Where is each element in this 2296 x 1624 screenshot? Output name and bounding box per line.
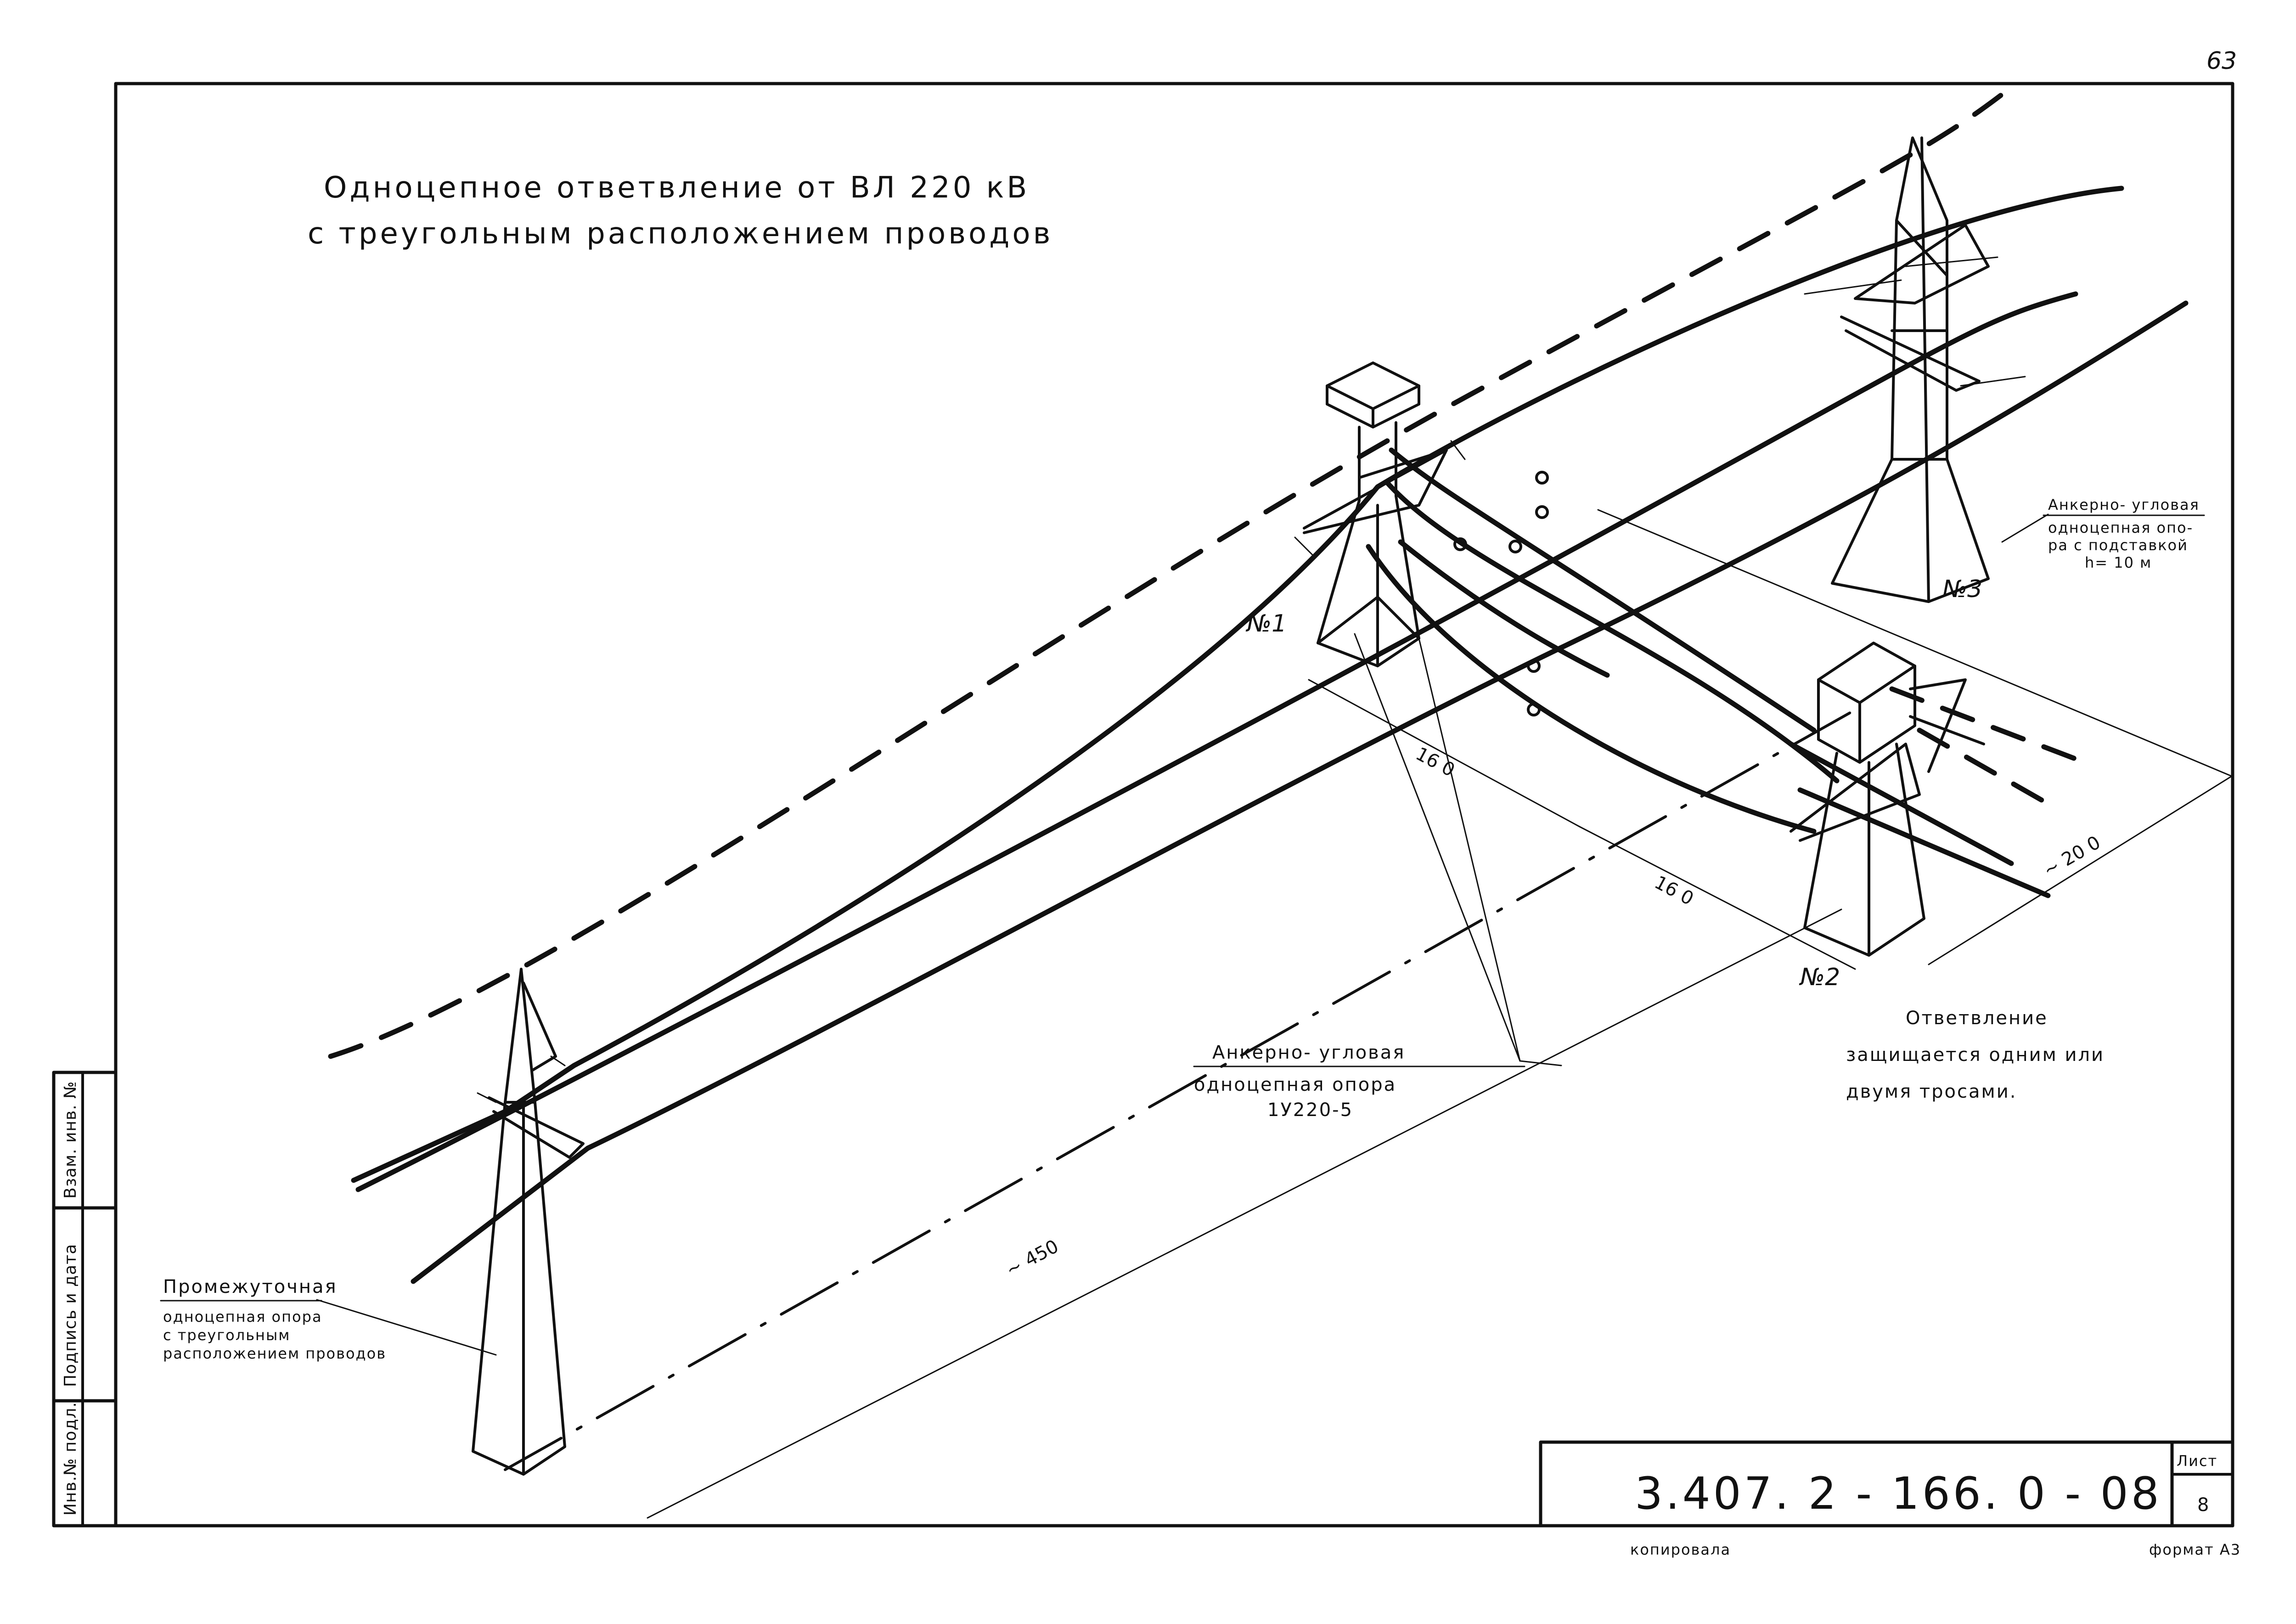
side-stamp-col-2: Подпись и дата [61, 1244, 80, 1387]
branch-note-line-2: защищается одним или [1846, 1044, 2105, 1066]
drawing-title: Одноцепное ответвление от ВЛ 220 кВ с тр… [308, 171, 1053, 251]
ground-wire-branch [1889, 686, 2088, 806]
page-number: 63 [2206, 47, 2237, 75]
tower-intermediate [472, 968, 585, 1476]
label-anchor-main: Анкерно- угловая одноцепная опора 1У220-… [1193, 1042, 1525, 1121]
label-anchor-n3: Анкерно- угловая одноцепная опо- ра с по… [2043, 496, 2205, 571]
leader-lines [316, 513, 2049, 1356]
label-intermediate-line-1: Промежуточная [163, 1276, 338, 1297]
tower-n1-number: №1 [1245, 610, 1287, 637]
branch-note-line-3: двумя тросами. [1846, 1081, 2017, 1102]
dimension-2: 16 0 [1651, 872, 1697, 909]
label-intermediate: Промежуточная одноцепная опора с треугол… [160, 1276, 386, 1362]
dimension-3: ~ 20 0 [2040, 832, 2104, 881]
branch-conductors [1366, 447, 2051, 898]
side-stamp-col-1: Инв.№ подл. [61, 1402, 80, 1516]
branch-note: Ответвление защищается одним или двумя т… [1846, 1008, 2105, 1102]
tower-n2 [1790, 642, 1985, 957]
side-stamp-col-3: Взам. инв. № [61, 1081, 80, 1199]
label-intermediate-line-4: расположением проводов [163, 1345, 386, 1362]
tower-n2-number: №2 [1799, 964, 1840, 991]
main-line-conductors [351, 186, 2189, 1284]
label-anchor-n3-line-4: h= 10 м [2085, 554, 2152, 571]
side-stamp: Инв.№ подл. Подпись и дата Взам. инв. № [61, 1081, 80, 1516]
branch-note-line-1: Ответвление [1906, 1008, 2048, 1029]
label-anchor-main-line-3: 1У220-5 [1267, 1100, 1353, 1121]
title-line-1: Одноцепное ответвление от ВЛ 220 кВ [324, 171, 1030, 205]
dimension-lines [504, 509, 2233, 1519]
sheet-frame [52, 82, 2234, 1528]
tower-n3 [1804, 136, 2026, 603]
footer-format: формат А3 [2149, 1541, 2241, 1558]
ground-wire-main [328, 85, 2014, 1059]
dimension-4: ~ 450 [1002, 1236, 1062, 1281]
tower-n3-number: №3 [1941, 575, 1982, 603]
label-anchor-n3-line-3: ра с подставкой [2048, 536, 2188, 554]
label-anchor-main-line-2: одноцепная опора [1194, 1074, 1396, 1095]
label-intermediate-line-2: одноцепная опора [163, 1308, 322, 1325]
label-anchor-n3-line-2: одноцепная опо- [2048, 519, 2193, 536]
document-code: 3.407. 2 - 166. 0 - 08 [1635, 1468, 2162, 1519]
title-line-2: с треугольным расположением проводов [308, 217, 1053, 251]
sheet-number: 8 [2197, 1494, 2209, 1516]
label-anchor-n3-line-1: Анкерно- угловая [2048, 496, 2200, 513]
label-intermediate-line-3: с треугольным [163, 1326, 290, 1344]
sheet-label: Лист [2177, 1452, 2217, 1470]
label-anchor-main-line-1: Анкерно- угловая [1212, 1042, 1405, 1063]
footer-copied: копировала [1630, 1541, 1731, 1558]
